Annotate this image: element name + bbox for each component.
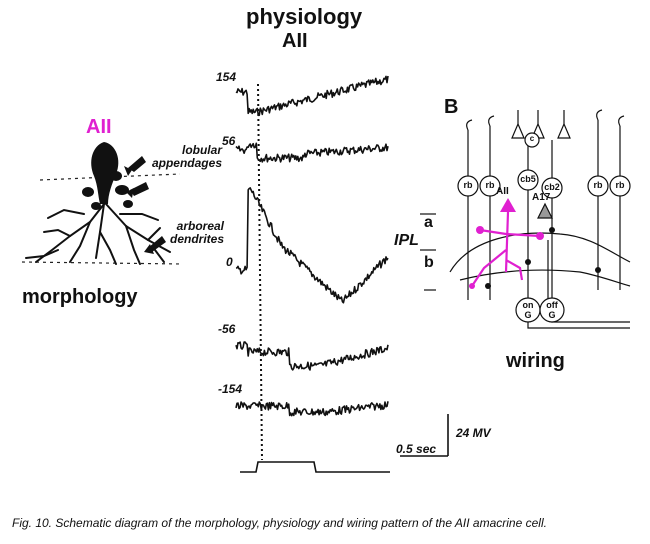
voltage-trace — [235, 187, 389, 304]
cell-label: A17 — [532, 192, 551, 203]
voltage-label: 0 — [226, 255, 233, 269]
arboreal-dendrites-annotation: arboreal dendrites — [169, 219, 224, 246]
cell-label: AII — [496, 186, 509, 197]
lobular-appendage — [91, 202, 101, 210]
a17-cell — [537, 202, 553, 219]
cell-label: on G — [522, 300, 534, 320]
cell-label: AII — [86, 116, 112, 138]
ipl-label: IPL — [394, 232, 419, 249]
cell-label: rb — [463, 180, 473, 190]
cell-label: rb — [593, 180, 603, 190]
cell-label: rb — [485, 180, 495, 190]
voltage-label: 154 — [216, 70, 237, 84]
cell-label: off G — [546, 300, 558, 320]
lower-boundary-line — [21, 261, 183, 265]
lobular-appendage — [82, 187, 94, 197]
voltage-label: -154 — [218, 382, 243, 396]
time-scale-label: 0.5 sec — [396, 442, 437, 456]
lobular-appendage — [115, 185, 129, 195]
stimulus-trace — [240, 461, 390, 473]
cell-label: rb — [615, 180, 625, 190]
panel-letter: B — [444, 96, 459, 118]
aii-cell — [471, 211, 541, 287]
sublamina-b-label: b — [424, 254, 434, 271]
cell-label: cb2 — [544, 182, 560, 192]
lobular-appendage — [110, 171, 122, 181]
voltage-label: -56 — [218, 322, 236, 336]
wiring-title: wiring — [506, 350, 565, 372]
morphology-title: morphology — [22, 286, 138, 308]
cell-label: cb5 — [520, 174, 536, 184]
voltage-trace — [235, 75, 389, 117]
physiology-subtitle: AII — [282, 30, 308, 52]
voltage-scale-label: 24 MV — [456, 426, 491, 440]
voltage-label: 56 — [222, 134, 236, 148]
aii-soma — [500, 198, 516, 212]
lobular-appendages-annotation: lobular appendages — [151, 143, 222, 170]
voltage-trace — [235, 142, 389, 163]
figure-caption: Fig. 10. Schematic diagram of the morpho… — [12, 516, 547, 530]
voltage-trace — [235, 341, 389, 371]
annotation-arrows — [124, 156, 166, 254]
cell-label: c — [529, 134, 535, 143]
lobular-appendage — [123, 200, 133, 208]
soma — [91, 142, 119, 204]
sublamina-a-label: a — [424, 214, 433, 231]
physiology-title: physiology — [246, 4, 363, 29]
